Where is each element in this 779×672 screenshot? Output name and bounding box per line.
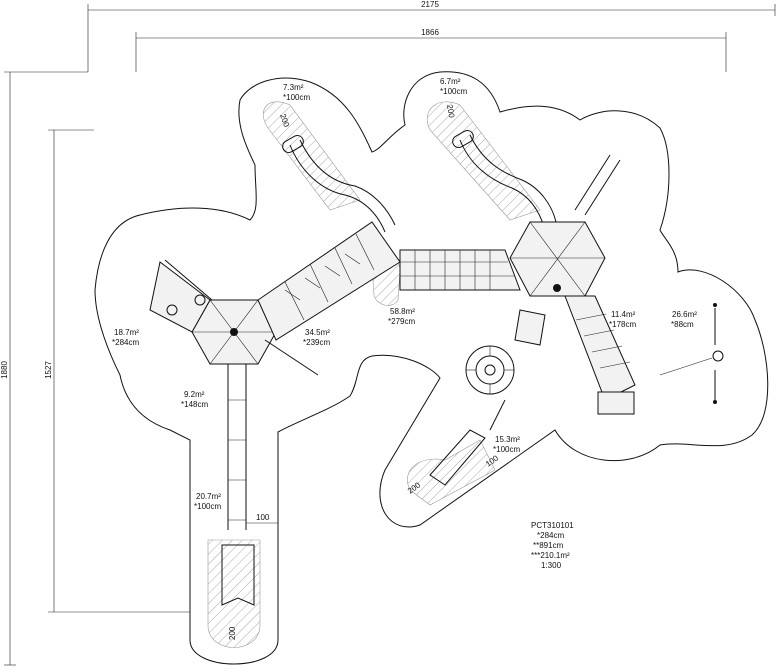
pole-a (574, 154, 611, 211)
left-climbing-frame (149, 259, 213, 333)
svg-text:*148cm: *148cm (181, 400, 208, 409)
info-line1: *284cm (537, 531, 564, 540)
svg-text:*284cm: *284cm (112, 338, 139, 347)
wavy-slide-left (282, 135, 396, 233)
area-label-slide-right-top: 6.7m² *100cm (440, 77, 467, 96)
slide-zone-long (207, 539, 261, 648)
overall-width-label: 2175 (421, 0, 439, 9)
zone-label-a: 200 (278, 113, 291, 129)
dimension-inner-height: 1527 (44, 129, 190, 613)
svg-text:9.2m²: 9.2m² (184, 390, 205, 399)
area-label-right-ramp: 11.4m² *178cm (609, 310, 636, 329)
svg-text:*239cm: *239cm (303, 338, 330, 347)
info-code: PCT310101 (531, 521, 574, 530)
svg-text:*100cm: *100cm (440, 87, 467, 96)
svg-text:15.3m²: 15.3m² (495, 435, 520, 444)
svg-text:7.3m²: 7.3m² (283, 83, 304, 92)
area-label-left-small: 9.2m² *148cm (181, 390, 208, 409)
slide-zone-spiral (407, 439, 496, 506)
right-hex-deck (509, 221, 606, 297)
svg-text:18.7m²: 18.7m² (114, 328, 139, 337)
svg-text:34.5m²: 34.5m² (305, 328, 330, 337)
svg-text:*100cm: *100cm (194, 502, 221, 511)
svg-text:*88cm: *88cm (671, 320, 694, 329)
zone-label-f: 200 (228, 626, 237, 640)
net-bridge (399, 249, 521, 291)
inner-height-label: 1527 (44, 361, 53, 379)
overall-height-label: 1880 (0, 361, 9, 379)
info-scale: 1:300 (541, 561, 562, 570)
spiral-slide (465, 309, 546, 395)
dimension-overall-width: 2175 (87, 0, 776, 72)
svg-text:*100cm: *100cm (283, 93, 310, 102)
area-label-swing: 26.6m² *88cm (671, 310, 697, 329)
inner-width-label: 1866 (421, 28, 439, 37)
svg-text:26.6m²: 26.6m² (672, 310, 697, 319)
clearance-100: 100 (246, 513, 278, 524)
safety-zone-outline (94, 71, 769, 665)
area-label-slide-left-top: 7.3m² *100cm (283, 83, 310, 102)
swing (659, 303, 724, 404)
area-label-spiral-slide: 15.3m² *100cm (493, 435, 520, 454)
long-slide (221, 360, 255, 606)
svg-text:*100cm: *100cm (493, 445, 520, 454)
pole-b (584, 159, 621, 216)
ramp-stairs (564, 295, 636, 415)
spiral-exit-slide (429, 399, 506, 486)
slide-zone-right-top (426, 101, 541, 221)
slide-zone-left-top (263, 101, 361, 211)
area-label-bridge-left: 34.5m² *239cm (303, 328, 330, 347)
dimension-inner-width: 1866 (135, 28, 727, 72)
area-label-net-bridge: 58.8m² *279cm (388, 307, 415, 326)
svg-text:58.8m²: 58.8m² (390, 307, 415, 316)
dimension-overall-height: 1880 (0, 71, 88, 666)
wavy-slide-right (452, 130, 557, 231)
zone-label-c: 100 (256, 513, 270, 522)
svg-text:11.4m²: 11.4m² (611, 310, 636, 319)
zone-label-b: 200 (445, 104, 456, 119)
svg-text:*178cm: *178cm (609, 320, 636, 329)
info-block: PCT310101 *284cm **891cm ***210.1m² 1:30… (531, 521, 574, 570)
svg-text:*279cm: *279cm (388, 317, 415, 326)
svg-text:6.7m²: 6.7m² (440, 77, 461, 86)
info-line2: **891cm (533, 541, 564, 550)
bridge-support-rod (264, 339, 319, 376)
area-label-long-slide: 20.7m² *100cm (194, 492, 221, 511)
svg-text:20.7m²: 20.7m² (196, 492, 221, 501)
area-label-left-deck: 18.7m² *284cm (112, 328, 139, 347)
info-line3: ***210.1m² (531, 551, 570, 560)
